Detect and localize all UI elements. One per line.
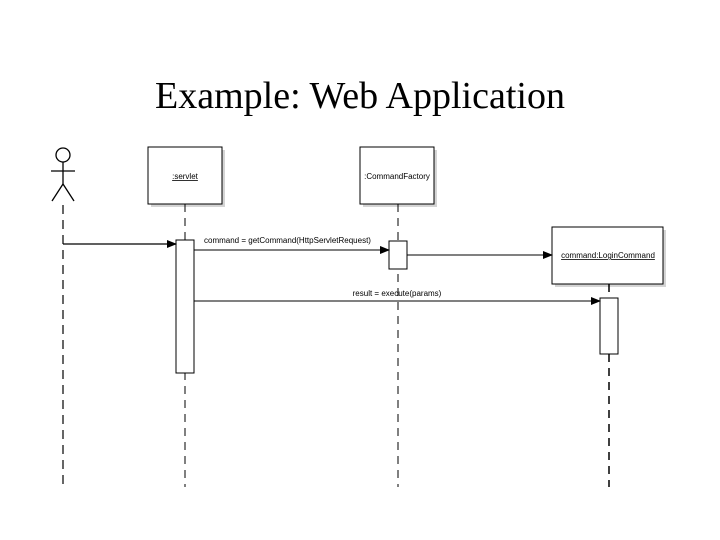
login-activation — [599, 297, 619, 355]
login-box — [551, 226, 664, 285]
execute-label: result = execute(params) — [353, 289, 442, 298]
actor-leg-left — [51, 183, 64, 202]
servlet-box — [147, 146, 223, 205]
servlet-activation — [175, 239, 195, 374]
get-command-label: command = getCommand(HttpServletRequest) — [204, 236, 371, 245]
factory-activation — [388, 240, 408, 270]
factory-label: :CommandFactory — [364, 172, 430, 181]
participant-servlet: :servlet — [147, 146, 225, 207]
actor-figure — [51, 147, 75, 202]
actor-leg-right — [62, 183, 75, 202]
servlet-label: :servlet — [172, 172, 199, 181]
factory-box — [359, 146, 435, 205]
participant-login-command: command:LoginCommand — [551, 226, 666, 287]
participant-command-factory: :CommandFactory — [359, 146, 437, 207]
actor-head — [55, 147, 71, 163]
slide-title: Example: Web Application — [155, 75, 565, 117]
login-label: command:LoginCommand — [561, 251, 655, 260]
